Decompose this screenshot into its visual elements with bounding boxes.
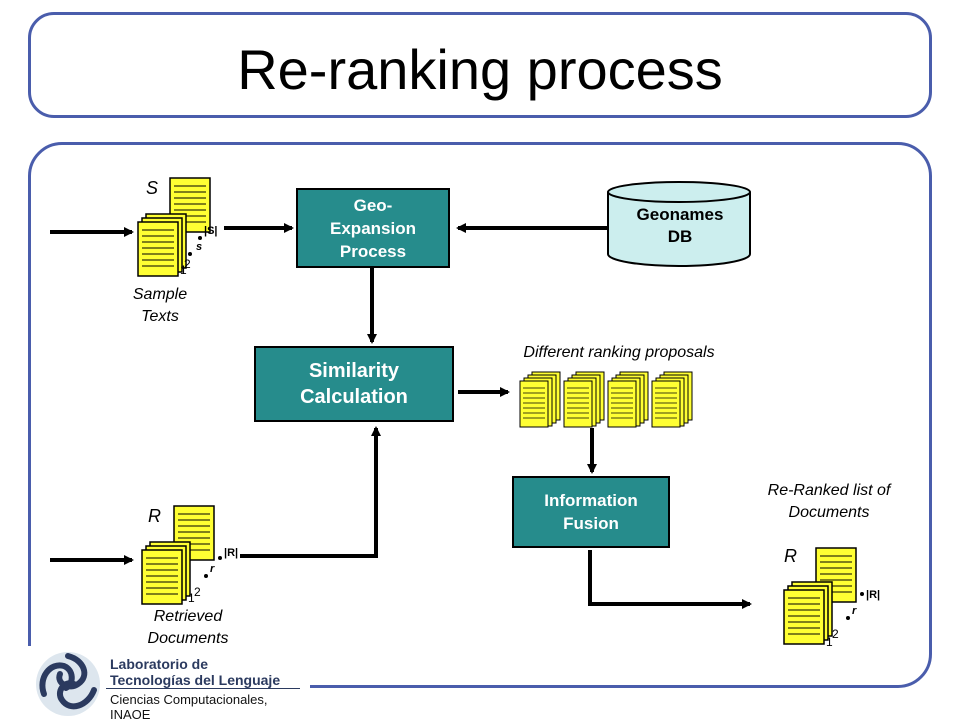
stack-two: 2 xyxy=(832,627,839,641)
stack-letter: S xyxy=(146,178,158,198)
stack-small: r xyxy=(852,605,857,617)
logo-block: Laboratorio de Tecnologías del Lenguaje … xyxy=(0,646,310,722)
dot-icon xyxy=(860,592,864,596)
stack-one: 1 xyxy=(188,591,195,605)
stack-letter: R xyxy=(148,506,161,526)
stack-one: 1 xyxy=(826,635,833,649)
logo-divider xyxy=(106,688,300,689)
logo-line-2: Tecnologías del Lenguaje xyxy=(110,672,281,688)
logo-line-3: Ciencias Computacionales, INAOE xyxy=(110,692,268,722)
stack-small: r xyxy=(210,563,215,575)
dot-icon xyxy=(218,556,222,560)
document-icon xyxy=(783,581,833,645)
dot-icon xyxy=(846,616,850,620)
dot-icon xyxy=(198,236,202,240)
document-stack xyxy=(519,371,561,428)
stack-one: 1 xyxy=(180,263,187,277)
page-title: Re-ranking process xyxy=(237,38,723,101)
reranked-documents-stack: R |R| r 1 2 xyxy=(783,546,880,649)
arrow-retrieved-to-similarity xyxy=(240,426,381,558)
information-fusion-box: Information Fusion xyxy=(512,476,670,548)
ranking-proposals-label: Different ranking proposals xyxy=(523,344,715,361)
document-stack xyxy=(651,371,693,428)
document-icon xyxy=(141,541,191,605)
retrieved-documents-stack: R |R| r 1 2 xyxy=(141,505,238,605)
reranked-list-label: Re-Ranked list of Documents xyxy=(767,482,891,521)
stack-count: |S| xyxy=(204,225,218,237)
lab-logo-icon xyxy=(36,652,100,716)
document-stack xyxy=(563,371,605,428)
stack-two: 2 xyxy=(184,257,191,271)
sample-texts-label: Sample Texts xyxy=(132,286,188,325)
geonames-db-label: Geonames DB xyxy=(636,205,724,246)
geo-expansion-box: Geo- Expansion Process xyxy=(296,188,450,268)
logo-line-1: Laboratorio de xyxy=(110,656,209,672)
stack-count: |R| xyxy=(224,547,238,559)
retrieved-documents-label: Retrieved Documents xyxy=(147,608,229,647)
document-icon xyxy=(137,213,187,277)
sample-texts-stack: S |S| s 1 2 xyxy=(137,177,218,277)
document-stack xyxy=(607,371,649,428)
stack-letter: R xyxy=(784,546,797,566)
dot-icon xyxy=(204,574,208,578)
stack-small: s xyxy=(196,241,202,253)
arrow-fusion-to-reranked xyxy=(588,550,752,609)
stack-two: 2 xyxy=(194,585,201,599)
ranking-proposals-stacks xyxy=(519,371,693,428)
similarity-calculation-box: Similarity Calculation xyxy=(254,346,454,422)
title-frame: Re-ranking process xyxy=(28,12,932,118)
stack-count: |R| xyxy=(866,589,880,601)
dot-icon xyxy=(188,252,192,256)
geonames-db-cylinder xyxy=(607,181,751,267)
